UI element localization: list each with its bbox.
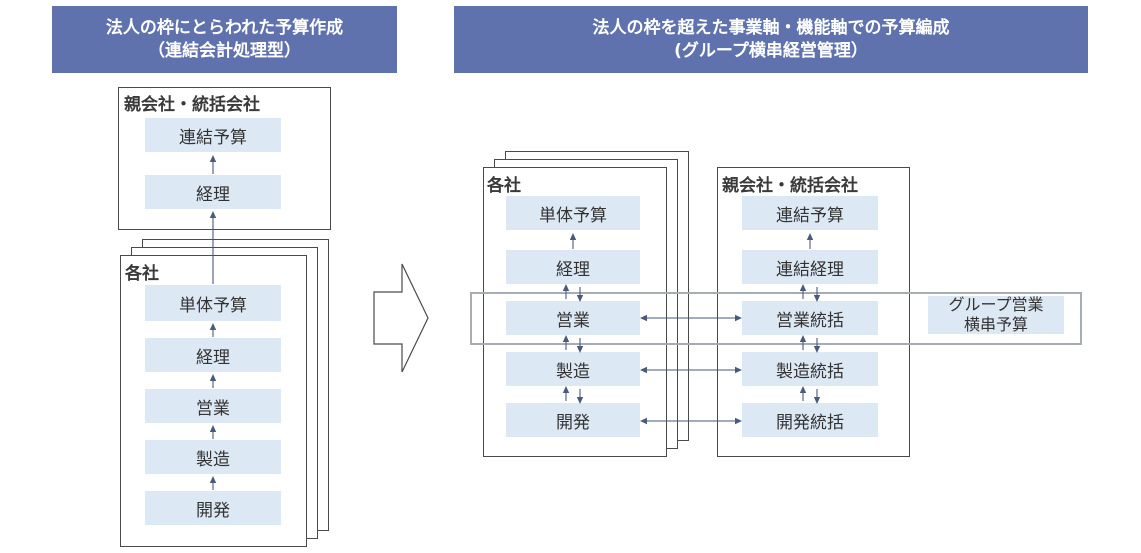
group-sales-band-label: グループ営業 横串予算 (928, 295, 1064, 334)
right-sub-box-development: 開発 (506, 403, 640, 437)
right-header-line1: 法人の枠を超えた事業軸・機能軸での予算編成 (592, 17, 950, 38)
band-label-line1: グループ営業 (948, 295, 1044, 314)
right-parent-box-development-hq: 開発統括 (742, 403, 878, 437)
right-parent-box-consolidated-accounting: 連結経理 (742, 250, 878, 284)
right-parent-box-sales-hq: 営業統括 (742, 301, 878, 335)
left-parent-box-consolidated-budget: 連結予算 (145, 118, 281, 152)
right-sub-box-accounting: 経理 (506, 250, 640, 284)
left-sub-box-development: 開発 (145, 491, 281, 525)
right-parent-box-manufacturing-hq: 製造統括 (742, 352, 878, 386)
left-header: 法人の枠にとらわれた予算作成 （連結会計処理型） (52, 6, 397, 73)
left-parent-frame-title: 親会社・統括会社 (124, 95, 260, 115)
left-sub-box-sales: 営業 (145, 389, 281, 423)
left-header-line2: （連結会計処理型） (148, 40, 301, 61)
left-sub-box-manufacturing: 製造 (145, 440, 281, 474)
band-label-line2: 横串予算 (963, 315, 1028, 334)
left-sub-box-standalone-budget: 単体予算 (145, 285, 281, 321)
left-header-line1: 法人の枠にとらわれた予算作成 (105, 17, 344, 38)
right-parent-box-consolidated-budget: 連結予算 (742, 196, 878, 230)
group-sales-band (470, 292, 1082, 345)
right-sub-box-manufacturing: 製造 (506, 352, 640, 386)
right-header-line2: (グループ横串経営管理） (674, 40, 868, 61)
transition-arrow-icon (373, 263, 429, 373)
right-sub-box-sales: 営業 (506, 301, 640, 335)
left-sub-box-accounting: 経理 (145, 338, 281, 372)
right-sub-frame-title: 各社 (487, 176, 521, 196)
left-sub-frame-title: 各社 (125, 264, 159, 284)
left-parent-box-accounting: 経理 (145, 175, 281, 209)
right-parent-frame-title: 親会社・統括会社 (722, 176, 858, 196)
right-header: 法人の枠を超えた事業軸・機能軸での予算編成 (グループ横串経営管理） (454, 6, 1088, 73)
right-sub-box-standalone-budget: 単体予算 (506, 196, 640, 230)
